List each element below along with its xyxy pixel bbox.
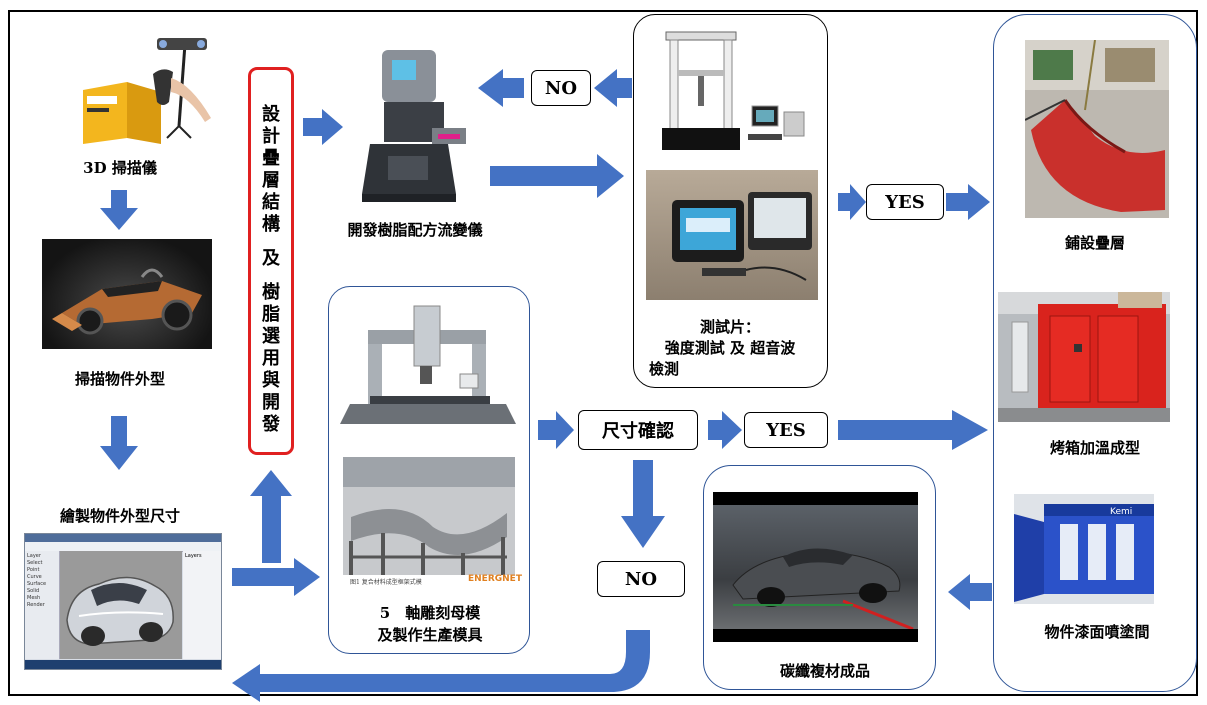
cad-layers-label: Layers (185, 553, 202, 559)
yes-box-top: YES (866, 184, 944, 220)
3d-scanner-image (83, 38, 211, 144)
no-box-top: NO (531, 70, 591, 106)
design-char: 構 (262, 214, 280, 235)
design-char: 選 (262, 326, 280, 347)
design-char: 發 (262, 414, 280, 435)
arrow-test-to-no (594, 69, 632, 107)
carbon-fiber-car-shape (732, 548, 914, 629)
arrow-scan-to-draw (100, 416, 138, 470)
design-char: 開 (262, 392, 280, 413)
design-char: 設 (262, 104, 280, 125)
oven-label: 烤箱加溫成型 (1049, 439, 1140, 457)
arrow-scanner-to-scan (100, 190, 138, 230)
arrow-size-to-yes (708, 411, 742, 449)
design-char: 結 (262, 192, 280, 213)
layup-label: 鋪設疊層 (1064, 234, 1125, 252)
design-char: 計 (262, 126, 280, 147)
mold-figure-caption: 图1 复合材料成型框架式模 (350, 579, 422, 586)
cnc-label-1: 5 軸雕刻母模 (379, 604, 481, 622)
chrome-car-model (66, 576, 174, 646)
size-check-box: 尺寸確認 (578, 410, 698, 450)
process-panel (993, 14, 1197, 692)
production-mold-shape (343, 457, 515, 585)
paint-booth-brand: Kemi (1110, 507, 1133, 517)
arrow-up-to-design (250, 470, 292, 563)
mold-logo: ENERGNET (468, 574, 522, 584)
scanner-label: 3D 掃描儀 (83, 159, 157, 177)
test-piece-label-1: 測試片： (699, 318, 760, 336)
design-char: 及 (262, 248, 280, 269)
arrow-no-to-rheometer (478, 69, 524, 107)
arrow-rheometer-to-test (490, 154, 624, 198)
race-car-shape (52, 268, 202, 335)
design-char: 樹 (262, 282, 280, 303)
layup-mold-shape (1025, 40, 1169, 212)
design-char: 疊 (262, 148, 280, 169)
draw-dims-label: 繪製物件外型尺寸 (59, 507, 180, 525)
cnc-label-2: 及製作生產模具 (377, 626, 483, 644)
paint-booth-shape (1014, 504, 1154, 602)
design-char: 層 (262, 170, 280, 191)
diagram-frame (8, 10, 1198, 696)
arrow-yes-to-oven (838, 410, 988, 450)
arrow-paint-to-product (948, 574, 992, 610)
cf-product-label: 碳纖複材成品 (779, 662, 870, 680)
scan-shape-label: 掃描物件外型 (74, 370, 165, 388)
test-piece-label-3: 檢測 (648, 360, 679, 378)
cad-taskbar (25, 660, 221, 669)
ultrasonic-device-shape (672, 192, 812, 281)
arrow-yes-to-layup (946, 184, 990, 220)
design-char: 脂 (262, 304, 280, 325)
curing-oven-shape (998, 292, 1170, 422)
design-char: 用 (262, 348, 280, 369)
arrow-size-to-no (621, 460, 665, 548)
test-panel (633, 14, 828, 388)
cnc-gantry-image (340, 305, 516, 424)
design-layup-resin-box: 設 計 疊 層 結 構 及 樹 脂 選 用 與 開 發 (248, 67, 294, 455)
rheometer-label: 開發樹脂配方流變儀 (347, 221, 483, 239)
mold-panel (328, 286, 530, 654)
cad-right-panel: Layers (183, 551, 221, 659)
design-char: 與 (262, 370, 280, 391)
arrow-mold-to-size (538, 411, 574, 449)
arrow-draw-to-mold (232, 558, 320, 596)
arrow-test-to-yes (838, 184, 866, 220)
test-piece-label-2: 強度測試 及 超音波 (664, 339, 796, 357)
no-box-mid: NO (597, 561, 685, 597)
arrow-no-return (232, 630, 650, 702)
arrow-design-to-rheometer (303, 109, 343, 145)
rheometer-image (362, 50, 466, 202)
product-panel (703, 465, 936, 690)
cad-title-bar (25, 534, 221, 542)
paint-booth-label: 物件漆面噴塗間 (1044, 623, 1150, 641)
tensile-tester-image (662, 31, 805, 150)
yes-box-mid: YES (744, 412, 828, 448)
